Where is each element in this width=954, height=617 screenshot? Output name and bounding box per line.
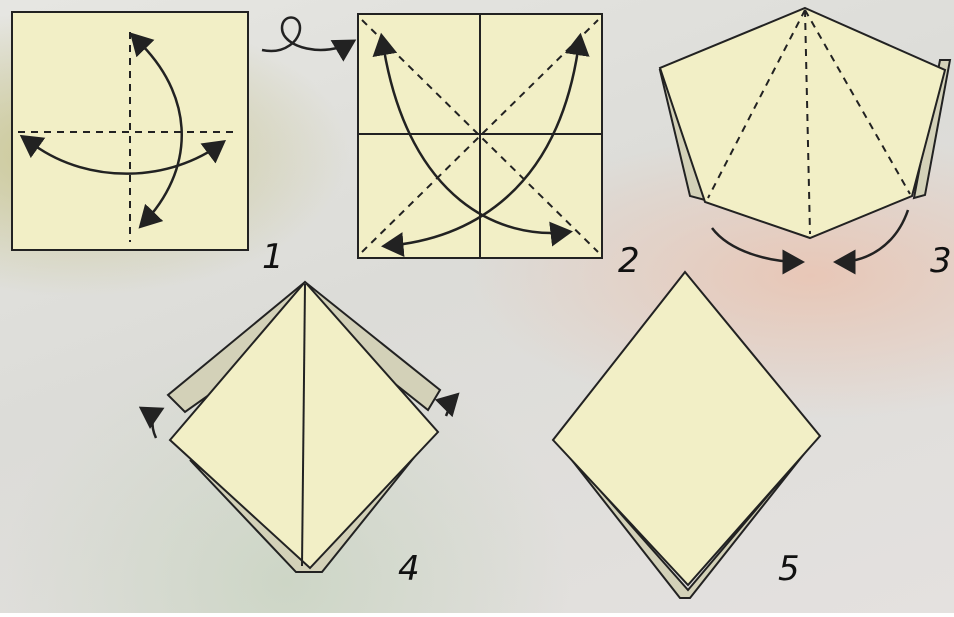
step-1-vertical-fold-arrow	[129, 32, 183, 229]
step-4-center-crease	[301, 283, 306, 567]
step-3-crease-center	[804, 9, 811, 235]
step-5-front-diamond	[551, 270, 822, 587]
step-1-number: 1	[262, 237, 284, 277]
step-5-number: 5	[778, 549, 800, 589]
step-4-left-lift-arrow	[138, 406, 165, 439]
step-5-back-layers	[559, 439, 816, 599]
step-4-right-lift-arrow	[434, 392, 460, 418]
step-2-diagram: 2	[357, 13, 640, 281]
step-3-right-fold-arrow	[833, 209, 910, 275]
step-3-right-flap	[912, 59, 952, 200]
step-1-horizontal-fold-arrow	[19, 134, 227, 175]
step-2-diagonal-fold-arrow-b	[381, 32, 590, 258]
step-3-number: 3	[930, 241, 952, 281]
step-3-paper-shape	[658, 6, 947, 240]
step-3-left-fold-arrow	[711, 227, 805, 275]
turn-over-icon	[261, 16, 357, 62]
step-5-diagram: 5	[551, 270, 822, 599]
step-1-diagram: 1	[11, 11, 284, 277]
step-3-crease-left	[707, 9, 806, 199]
step-3-diagram: 3	[658, 6, 952, 281]
step-4-diagram: 4	[138, 280, 460, 589]
step-4-number: 4	[398, 549, 420, 589]
step-3-crease-right	[804, 9, 911, 195]
step-2-number: 2	[618, 241, 640, 281]
